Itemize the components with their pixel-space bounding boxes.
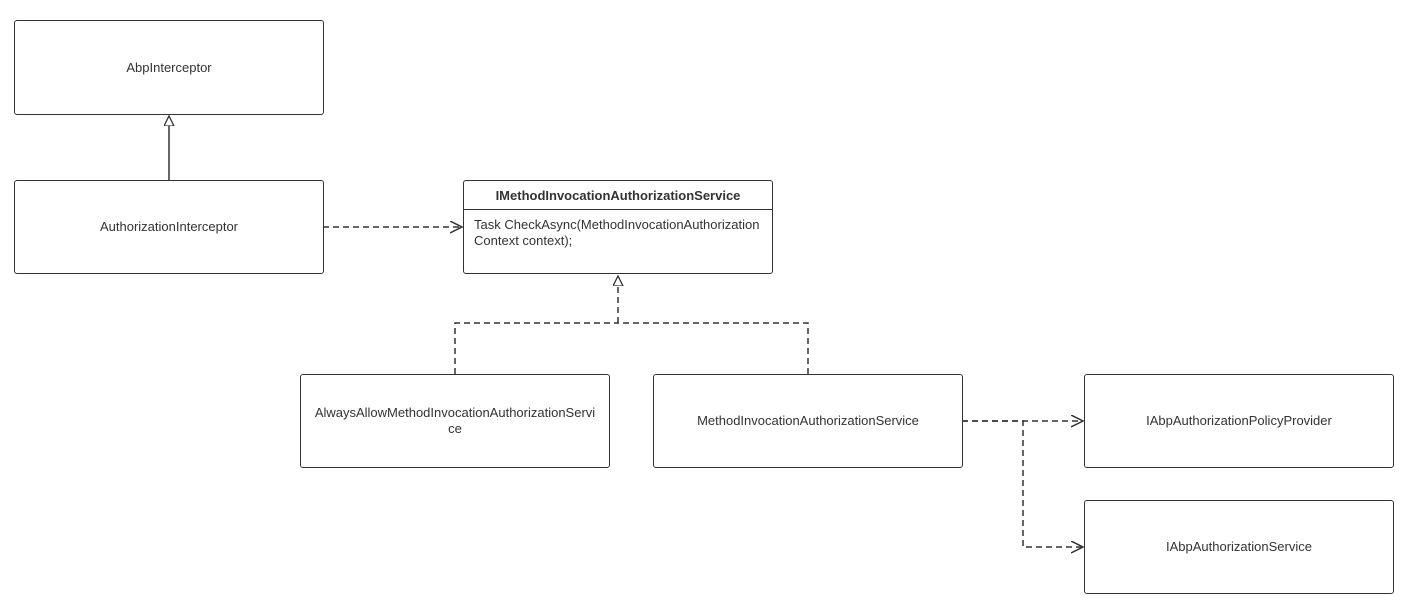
class-box-method-service[interactable]: MethodInvocationAuthorizationService — [653, 374, 963, 468]
interface-method: Task CheckAsync(MethodInvocationAuthoriz… — [474, 217, 760, 248]
class-name-always-allow-service: AlwaysAllowMethodInvocationAuthorization… — [314, 405, 596, 436]
class-box-authorization-interceptor[interactable]: AuthorizationInterceptor — [14, 180, 324, 274]
class-box-abp-interceptor[interactable]: AbpInterceptor — [14, 20, 324, 115]
class-name-policy-provider: IAbpAuthorizationPolicyProvider — [1146, 413, 1332, 428]
interface-box-imethod-service[interactable]: IMethodInvocationAuthorizationService Ta… — [463, 180, 773, 274]
class-name-method-service: MethodInvocationAuthorizationService — [697, 413, 919, 428]
class-box-always-allow-service[interactable]: AlwaysAllowMethodInvocationAuthorization… — [300, 374, 610, 468]
interface-header: IMethodInvocationAuthorizationService — [464, 181, 772, 210]
dependency-arrow-authorization-service — [962, 420, 1083, 547]
class-name-abp-interceptor: AbpInterceptor — [126, 59, 212, 75]
interface-name: IMethodInvocationAuthorizationService — [495, 187, 741, 203]
realization-line-method-service — [618, 322, 809, 374]
class-box-authorization-service[interactable]: IAbpAuthorizationService — [1084, 500, 1394, 594]
class-box-policy-provider[interactable]: IAbpAuthorizationPolicyProvider — [1084, 374, 1394, 468]
realization-line-always-allow — [454, 322, 618, 374]
class-name-authorization-service: IAbpAuthorizationService — [1166, 539, 1312, 554]
class-name-authorization-interceptor: AuthorizationInterceptor — [99, 219, 239, 234]
